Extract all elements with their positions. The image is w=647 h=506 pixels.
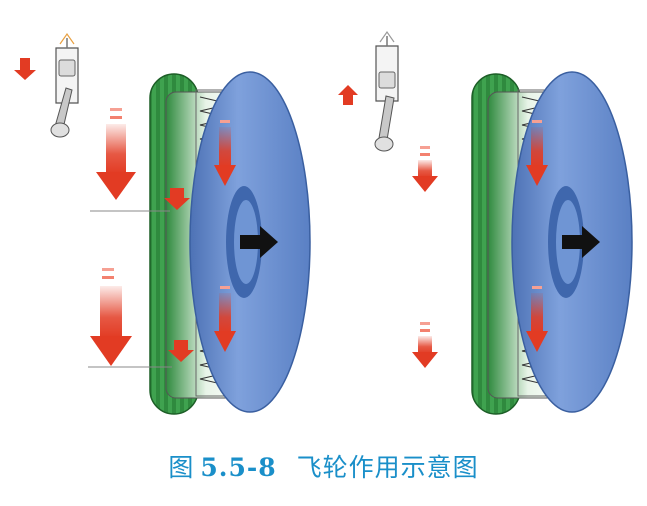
piston-down-arrow xyxy=(14,58,36,80)
caption-prefix: 图 xyxy=(168,453,195,482)
right-force-arrows xyxy=(412,120,548,368)
piston-up-arrow xyxy=(338,85,358,105)
right-panel xyxy=(338,30,633,415)
flywheel-diagram xyxy=(14,30,633,415)
piston-up-icon xyxy=(374,30,399,152)
caption-title: 飞轮作用示意图 xyxy=(296,453,479,482)
left-force-arrows xyxy=(88,108,236,368)
left-flywheel xyxy=(149,71,311,415)
caption-number: 5.5-8 xyxy=(200,453,277,482)
right-flywheel xyxy=(471,71,633,415)
left-panel xyxy=(14,32,311,415)
piston-down-icon xyxy=(50,32,79,138)
